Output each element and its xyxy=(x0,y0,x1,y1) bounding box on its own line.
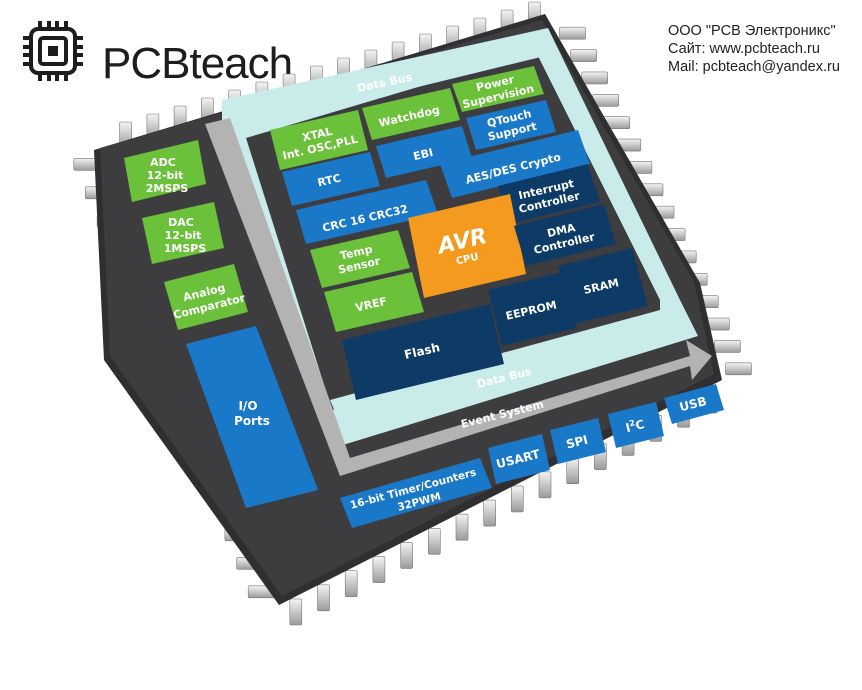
usb-block: USB xyxy=(664,384,724,424)
svg-text:1MSPS: 1MSPS xyxy=(164,242,207,255)
io-ports-block: I/O Ports xyxy=(186,326,318,508)
rtc-block: RTC xyxy=(282,152,380,206)
chip-logo-icon xyxy=(23,21,83,81)
chip-pin xyxy=(566,457,580,485)
company-info: ООО "PCB Электроникс" Сайт: www.pcbteach… xyxy=(668,22,840,76)
i2c-block: I2C xyxy=(608,402,664,448)
interrupt-controller-block: Interrupt Controller xyxy=(498,164,600,224)
svg-text:CPU: CPU xyxy=(455,252,480,268)
svg-text:DAC: DAC xyxy=(168,216,194,229)
chip-pin xyxy=(581,71,609,85)
sram-block: SRAM xyxy=(558,248,648,324)
chip-pin xyxy=(400,542,413,569)
company-site: Сайт: www.pcbteach.ru xyxy=(668,41,820,57)
svg-text:USB: USB xyxy=(678,394,708,414)
ebi-block: EBI xyxy=(376,126,472,178)
svg-text:EBI: EBI xyxy=(412,146,434,163)
company-mail: Mail: pcbteach@yandex.ru xyxy=(668,59,840,75)
dac-block: DAC 12-bit 1MSPS xyxy=(142,202,224,264)
svg-text:2MSPS: 2MSPS xyxy=(146,182,189,195)
spi-block: SPI xyxy=(550,418,606,464)
data-bus-frame xyxy=(222,28,698,445)
brand-name: PCBteach xyxy=(102,39,293,88)
vref-block: VREF xyxy=(324,272,424,332)
watchdog-block: Watchdog xyxy=(362,88,460,140)
svg-text:I2C: I2C xyxy=(624,416,646,435)
chip-pin xyxy=(714,340,741,353)
chip-pin xyxy=(317,584,330,612)
svg-text:12-bit: 12-bit xyxy=(165,229,202,242)
chip-pin xyxy=(483,499,497,527)
svg-text:DMA: DMA xyxy=(546,221,577,240)
analog-comparator-block: Analog Comparator xyxy=(164,264,248,330)
flash-block: Flash xyxy=(342,304,504,400)
svg-text:12-bit: 12-bit xyxy=(147,169,184,182)
chip-pin xyxy=(289,598,303,626)
avr-cpu-block: AVR CPU xyxy=(408,194,526,298)
pcbteach-logo: PCBteach xyxy=(22,20,293,86)
chip-pin xyxy=(427,527,441,555)
usart-block: USART xyxy=(488,434,550,484)
temp-sensor-block: Temp Sensor xyxy=(310,230,410,288)
chip-pin xyxy=(455,513,469,541)
chip-pin xyxy=(510,485,524,513)
chip-pin xyxy=(538,471,552,499)
svg-text:SPI: SPI xyxy=(565,433,590,452)
chip-pin xyxy=(570,49,597,62)
chip-pin xyxy=(372,556,386,583)
svg-text:RTC: RTC xyxy=(316,172,342,190)
chip-pin xyxy=(559,26,586,40)
qtouch-block: QTouch Support xyxy=(466,100,556,150)
data-bus-arrow-bottom xyxy=(330,300,684,414)
company-name: ООО "PCB Электроникс" xyxy=(668,23,836,39)
svg-text:ADC: ADC xyxy=(150,156,176,169)
xtal-block: XTAL Int. OSC,PLL xyxy=(270,110,368,170)
eeprom-block: EEPROM xyxy=(488,272,576,346)
svg-text:I/O: I/O xyxy=(238,399,257,413)
data-bus-arrow-top xyxy=(236,40,545,132)
chip-pin xyxy=(344,570,358,598)
svg-text:Ports: Ports xyxy=(234,414,270,428)
adc-block: ADC 12-bit 2MSPS xyxy=(124,140,206,202)
chip-pin xyxy=(725,362,752,376)
